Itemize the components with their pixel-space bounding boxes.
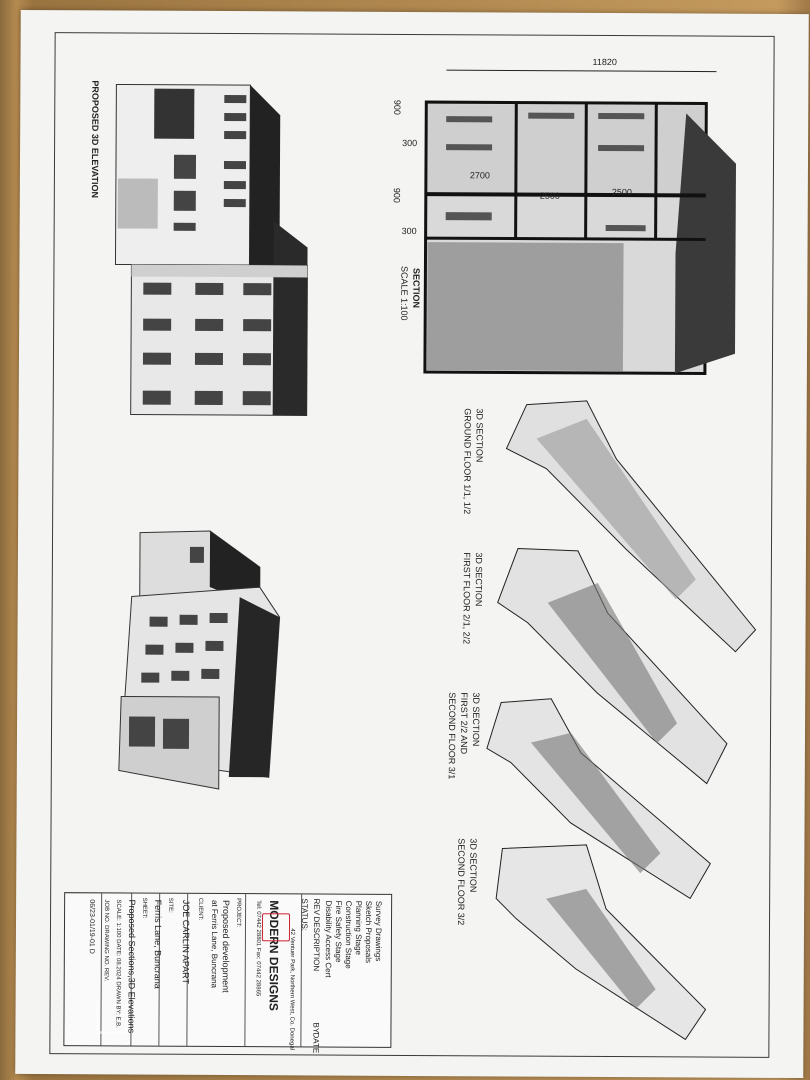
- sec-gf-title: 3D SECTION: [474, 408, 485, 463]
- site-label: SITE:: [167, 897, 174, 913]
- drawing-number: 06/23-01/19-01 D: [87, 899, 96, 954]
- job-headers: JOB NO. DRAWING NO. REV.: [102, 899, 110, 982]
- 3d-section-second-floor-a: [486, 698, 711, 900]
- dim-2700: 2700: [469, 170, 490, 181]
- 3d-section-second-floor-b: [495, 844, 707, 1041]
- company-tel: Tel: 07442 28801 Fax: 07442 28865: [254, 900, 262, 997]
- proposed-3d-elevation-image: [114, 83, 308, 416]
- site-name: Ferris Lane, Buncrana: [152, 899, 164, 989]
- rev-header: REV: [312, 898, 322, 915]
- dim-300-bottom: 300: [401, 225, 417, 237]
- sheet-label: SHEET:: [141, 897, 148, 919]
- date-header: DATE: [311, 1032, 321, 1054]
- status-label: STATUS:: [299, 898, 310, 932]
- project-line-1: Proposed development: [220, 900, 232, 993]
- dim-300-top: 300: [402, 137, 418, 149]
- client-label: CLIENT:: [197, 897, 204, 921]
- 3d-building-render: [118, 530, 281, 790]
- project-line-2: at Ferris Lane, Buncrana: [209, 899, 220, 989]
- section-drawing: [423, 69, 736, 376]
- status-item-6: Disability Access Cert: [323, 900, 334, 978]
- sec-3f-sub: SECOND FLOOR 3/2: [456, 838, 467, 926]
- dim-900-bottom: 900: [391, 187, 402, 203]
- status-item-5: Fire Safety Stage: [333, 900, 344, 963]
- 3d-section-first-floor: [497, 548, 728, 785]
- sec-2f-sub2: SECOND FLOOR 3/1: [446, 692, 458, 780]
- status-item-4: Construction Stage: [343, 900, 354, 969]
- dim-2500-b: 2500: [611, 187, 632, 198]
- sec-3f-title: 3D SECTION: [468, 838, 479, 893]
- sec-ff-title: 3D SECTION: [473, 552, 484, 607]
- description-header: DESCRIPTION: [311, 916, 322, 972]
- elevation-title: PROPOSED 3D ELEVATION: [89, 80, 101, 199]
- sec-gf-sub: GROUND FLOOR 1/1, 1/2: [462, 408, 473, 515]
- watermark-icon: [96, 1002, 128, 1034]
- 3d-section-ground-floor: [505, 400, 757, 653]
- drawing-sheet: PROPOSED 3D ELEVATION 11820 900 300 2700…: [15, 9, 809, 1079]
- sec-ff-sub: FIRST FLOOR 2/1, 2/2: [461, 552, 472, 645]
- dim-2500-a: 2500: [539, 190, 560, 201]
- company-logo-icon: [261, 913, 291, 942]
- client-name: JOE CARLIN APART: [180, 899, 192, 985]
- sec-2f-sub1: FIRST 2/2 AND: [458, 692, 470, 755]
- sheet-name: Proposed Sections,3D Elevations: [126, 899, 138, 1034]
- status-item-3: Planning Stage: [353, 900, 364, 956]
- status-item-2: Sketch Proposals: [363, 900, 374, 964]
- company-address: 42 Ventuer Park, Northern West, Co. Done…: [288, 928, 295, 1051]
- sec-2f-title: 3D SECTION: [470, 692, 482, 747]
- dim-11820: 11820: [592, 56, 617, 68]
- dim-900-top: 900: [392, 99, 403, 115]
- section-scale: SCALE 1:100: [399, 265, 410, 321]
- section-title: SECTION: [411, 267, 422, 309]
- status-item-1: Survey Drawings: [373, 900, 384, 962]
- project-label: PROJECT:: [234, 898, 242, 928]
